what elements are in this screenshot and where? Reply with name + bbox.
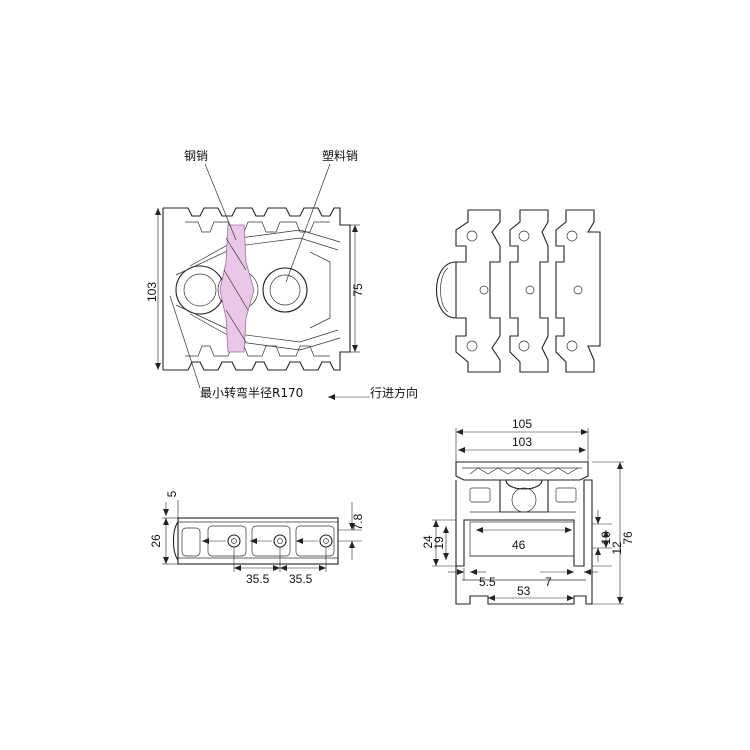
dim-19: 19 [432,536,446,550]
dim-75: 75 [351,283,365,297]
leader-steel-pin [204,163,237,241]
side-boss [436,261,457,319]
label-plastic-pin: 塑料销 [322,148,358,163]
section-view-bottom-right: 105 103 46 24 19 10 12 76 5.5 7 53 [421,417,635,605]
pin-boss-1 [175,265,225,315]
link-module-2 [509,209,549,373]
dim-24: 24 [421,535,435,549]
dim-7-8: 7.8 [351,513,365,530]
inner-teeth-top [185,221,330,233]
center-boss [499,479,549,513]
track-profile [455,479,593,605]
dim-103-top: 103 [512,435,532,449]
link-module-3 [555,209,601,373]
dim-53: 53 [517,584,531,598]
chain-outline [163,207,351,371]
side-pin-1 [227,534,241,548]
dim-46: 46 [512,538,526,552]
link-module-1 [455,209,501,373]
side-pin-2 [273,534,287,548]
dim-26: 26 [149,534,163,548]
dim-7: 7 [545,575,552,589]
pin-boss-2 [262,267,308,313]
dim-76: 76 [621,531,635,545]
label-direction: 行进方向 [370,385,418,400]
dim-5-5: 5.5 [479,575,496,589]
dim-103-left: 103 [145,282,159,302]
label-steel-pin: 钢销 [184,149,208,163]
label-min-radius: 最小转弯半径R170 [200,385,303,400]
pin-holes [466,230,583,352]
leader-plastic-pin [285,163,331,283]
top-plate [455,461,589,481]
dim-35-5-b: 35.5 [289,572,313,586]
steel-pin [219,224,255,353]
dim-35-5-a: 35.5 [246,572,270,586]
side-pin-3 [319,534,333,548]
leader-min-radius [169,295,201,389]
inner-teeth-bottom [185,345,330,357]
plan-view-top-left: 103 75 钢销 塑料销 最小转弯半径R170 行进方向 [145,148,418,400]
plan-view-top-right [436,209,601,373]
dim-5: 5 [165,490,179,497]
side-view-bottom-left: 26 5 7.8 35.5 35.5 [149,490,365,586]
dim-105: 105 [512,417,532,431]
